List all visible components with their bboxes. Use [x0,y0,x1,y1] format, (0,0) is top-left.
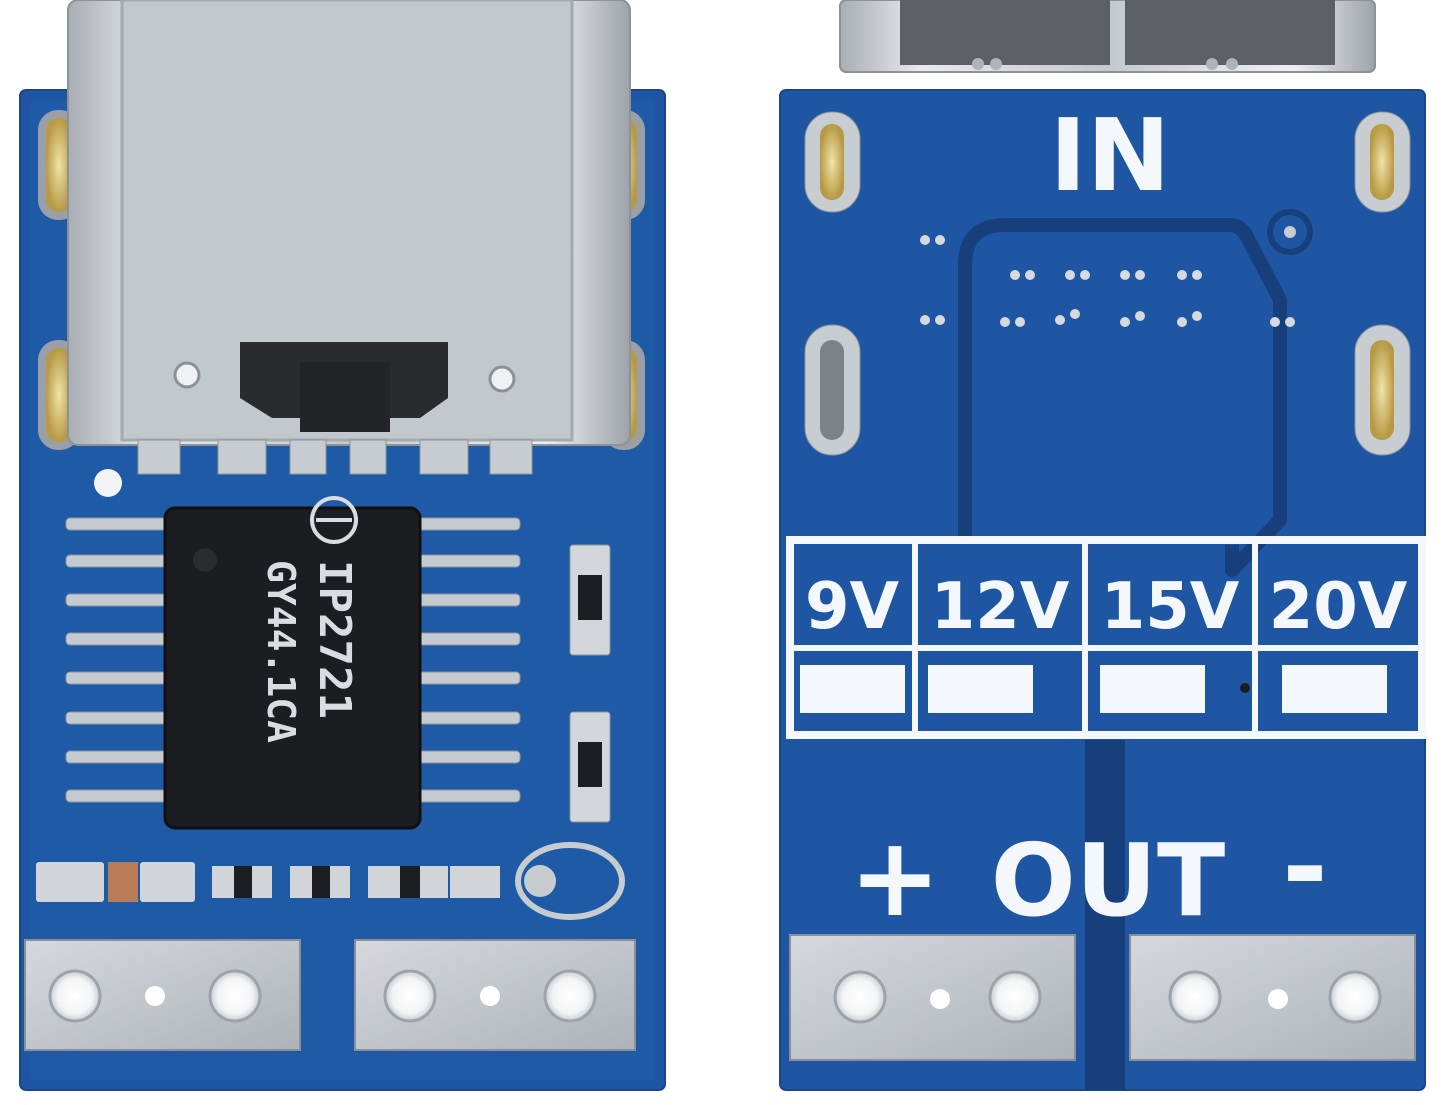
front-output-pad-right [354,939,636,1051]
output-label: OUT [991,822,1225,939]
front-board: IP2721 GY44.1CA [19,0,666,1091]
jumper-pad-15v [1100,665,1205,713]
back-output-pad-left [789,934,1076,1061]
voltage-label-20v: 20V [1269,570,1408,644]
ip2721-chip: IP2721 GY44.1CA [163,496,422,830]
voltage-label-15v: 15V [1101,570,1240,644]
plus-sign: + [849,813,941,941]
input-label: IN [1050,97,1171,214]
copper-trace [958,218,1287,577]
voltage-label-9v: 9V [805,570,900,644]
connector-slot-pads-back [804,111,1411,456]
back-board: IN 9V 12V 15V 20V [779,0,1426,1091]
usb-c-connector [67,0,631,446]
jumper-pad-12v [928,665,1033,713]
front-output-pad-left [24,939,301,1051]
usb-c-connector-back [839,0,1376,73]
usb-pin-pads [137,439,533,475]
chip-marking-line2: GY44.1CA [259,560,303,743]
jumper-pad-20v [1282,665,1387,713]
back-output-pad-right [1129,934,1416,1061]
vias [920,235,1295,327]
voltage-select-table: 9V 12V 15V 20V [786,536,1426,739]
chip-marking-line1: IP2721 [309,560,360,719]
smd-components-bottom [36,842,625,920]
ic-pins-left [65,517,171,803]
chip-logo-icon [310,496,358,544]
smd-components-right [569,544,611,823]
minus-sign: - [1282,803,1328,931]
ic-pins-right [414,517,521,803]
voltage-label-12v: 12V [931,570,1070,644]
fiducial-mark [94,469,122,497]
jumper-pad-9v [800,665,905,713]
